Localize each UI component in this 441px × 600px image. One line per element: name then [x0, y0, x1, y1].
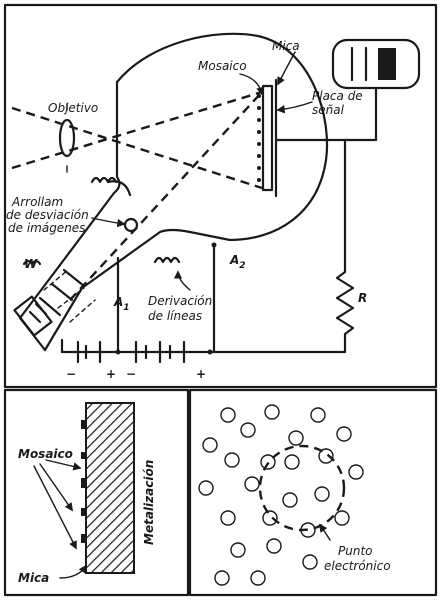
mosaic-cell-9: [260, 454, 276, 470]
label-a1: A1: [113, 295, 130, 313]
mosaic-cell-5: [240, 422, 256, 438]
top-panel: Mica Mosaico Placa de señal Objetivo Arr…: [6, 32, 421, 381]
panel-borders: [3, 3, 438, 597]
label-objetivo: Objetivo: [48, 101, 98, 115]
mosaic-cell-24: [214, 570, 230, 586]
label-mica: Mica: [272, 39, 300, 53]
mosaic-cell-16: [314, 486, 330, 502]
image-deflection-marker: [123, 217, 139, 233]
battery-sign-3: −: [126, 367, 136, 381]
label-punto: Punto: [338, 544, 373, 558]
mosaic-cell-14: [284, 454, 300, 470]
mosaic-cell-18: [262, 510, 278, 526]
mosaic-grains: [81, 420, 86, 543]
label-arrollam-1: Arrollam: [11, 195, 63, 209]
mosaic-cell-4: [202, 437, 218, 453]
label-metalizacion: Metalización: [142, 460, 156, 545]
optical-rays: [11, 90, 263, 190]
mosaic-cell-13: [244, 476, 260, 492]
label-mica-detail: Mica: [18, 571, 49, 585]
mosaic-cell-25: [250, 570, 266, 586]
electron-spot-outline: [258, 444, 346, 532]
signal-wiring: [208, 86, 378, 354]
battery-sign-1: −: [66, 367, 76, 381]
label-electronico: electrónico: [324, 559, 391, 573]
mica-plate: [261, 84, 274, 192]
tube-envelope: [58, 32, 329, 290]
bottom-right-panel: Punto electrónico: [198, 404, 391, 586]
label-derivacion-1: Derivación: [148, 294, 212, 308]
mosaic-cell-1: [220, 407, 236, 423]
mosaic-cell-6: [288, 430, 304, 446]
label-a2: A2: [229, 253, 246, 271]
mosaic-cell-15: [282, 492, 298, 508]
mosaic-cell-22: [266, 538, 282, 554]
spot-leader-arrow: [319, 523, 331, 541]
mosaic-leader-arrows: [33, 459, 87, 579]
mosaic-cell-21: [230, 542, 246, 558]
mosaic-cell-10: [318, 448, 334, 464]
mosaic-cell-11: [348, 464, 364, 480]
metallization-hatched-plate: [85, 402, 135, 574]
label-arrollam-3: de imágenes: [8, 221, 85, 235]
battery-sign-2: +: [106, 367, 116, 381]
leader-lines: [91, 51, 313, 291]
mosaic-cell-12: [198, 480, 214, 496]
electron-beam: [69, 91, 263, 301]
tube-neck-bulge: [106, 180, 132, 197]
mosaic-cells: [198, 404, 364, 586]
mosaic-cell-7: [336, 426, 352, 442]
bottom-left-panel: Mosaico Metalización Mica: [18, 402, 156, 585]
label-derivacion-2: de líneas: [148, 309, 202, 323]
label-placa-2: señal: [312, 103, 345, 117]
bottom-right-panel-frame: [188, 388, 438, 597]
mosaic-dots: [257, 94, 261, 182]
label-mosaico: Mosaico: [198, 59, 247, 73]
mosaic-cell-2: [264, 404, 280, 420]
label-mosaico-detail: Mosaico: [18, 447, 73, 461]
mosaic-cell-20: [334, 510, 350, 526]
label-r: R: [358, 291, 367, 305]
electron-gun: [13, 263, 96, 352]
deflection-coils: [22, 176, 181, 266]
objective-lens: [58, 103, 76, 173]
output-terminal-icon: [331, 38, 421, 90]
anode-wiring: [116, 242, 217, 354]
battery-sign-4: +: [196, 367, 206, 381]
label-w: W: [24, 257, 38, 271]
battery: [60, 338, 213, 364]
bottom-left-panel-frame: [3, 388, 190, 597]
label-arrollam-2: de desviación: [6, 208, 89, 222]
mosaic-cell-17: [220, 510, 236, 526]
mosaic-cell-8: [224, 452, 240, 468]
mosaic-cell-3: [310, 407, 326, 423]
top-panel-frame: [3, 3, 438, 389]
label-placa-1: Placa de: [312, 89, 363, 103]
mosaic-cell-23: [302, 554, 318, 570]
mosaic-plate: [257, 78, 278, 198]
resistor-r: [208, 260, 355, 354]
